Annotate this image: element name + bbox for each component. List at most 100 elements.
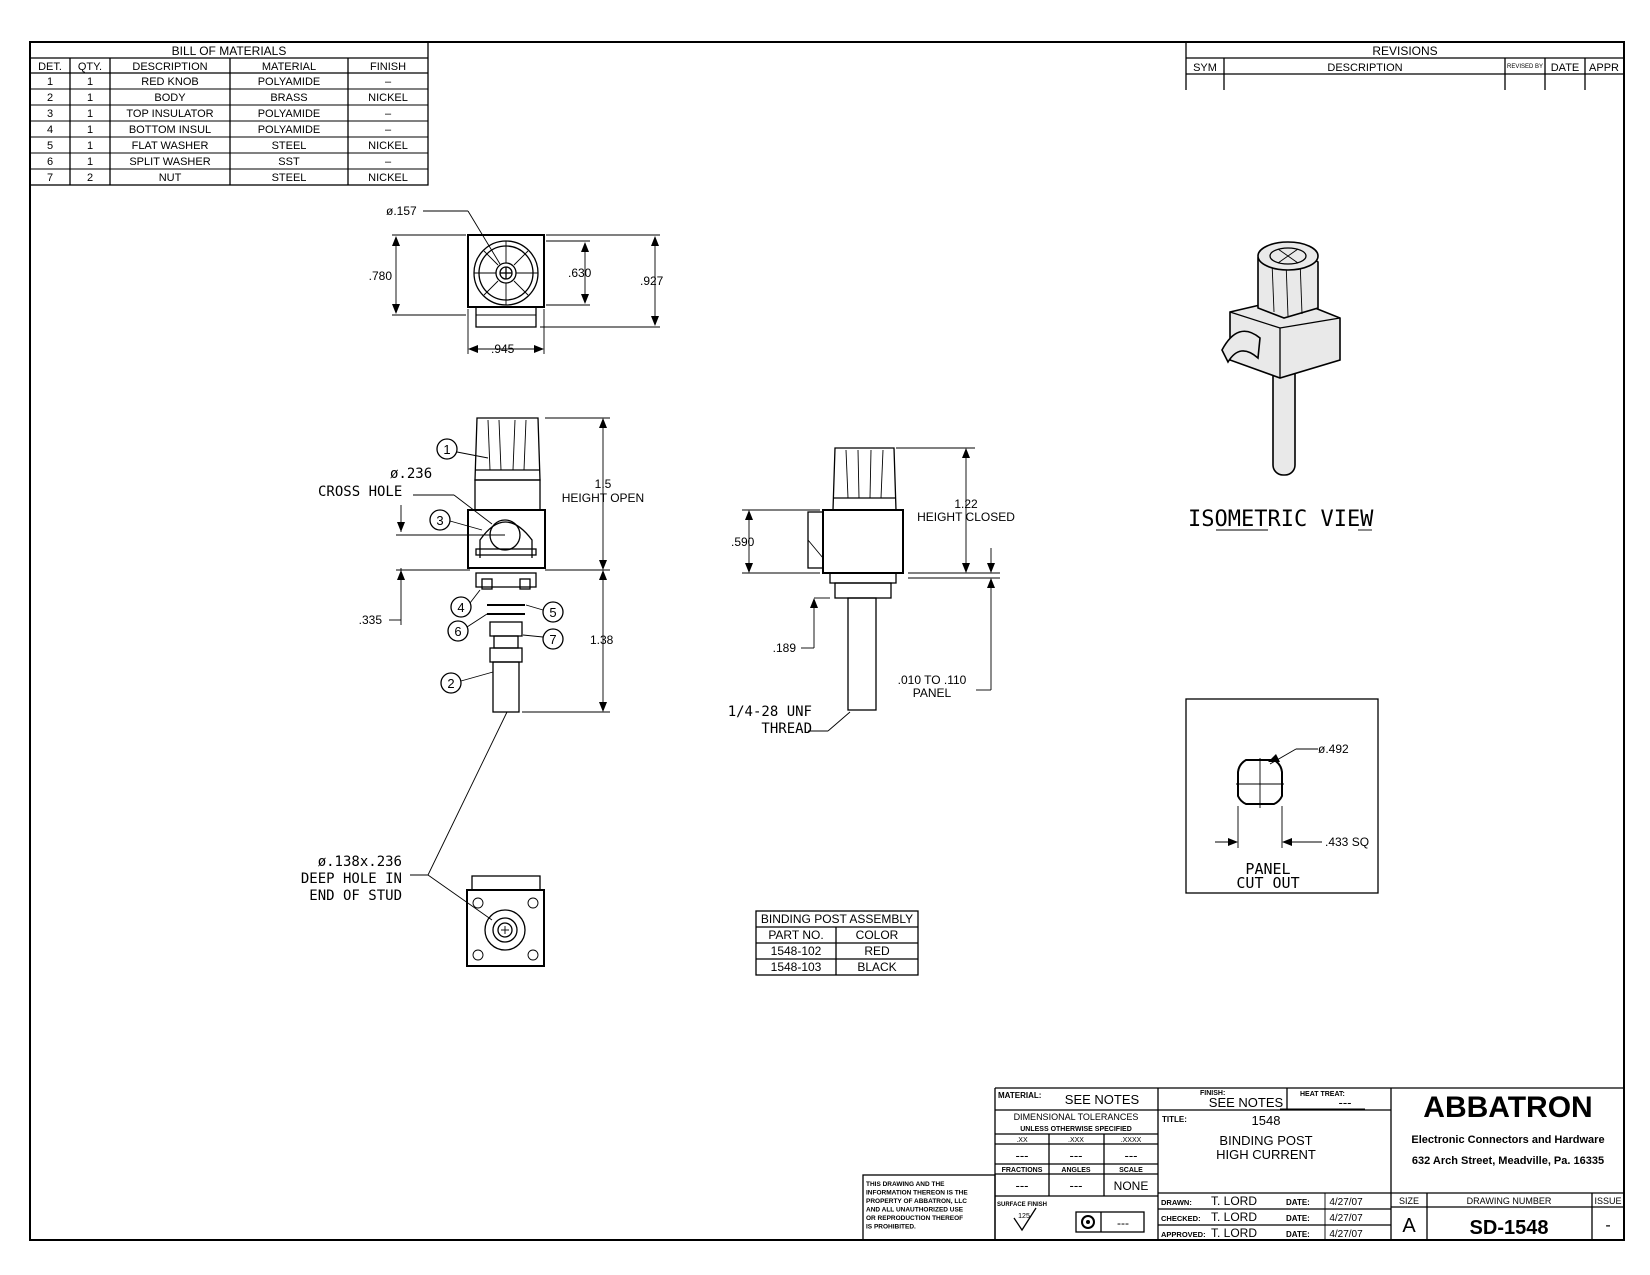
proprietary-note-line: AND ALL UNAUTHORIZED USE xyxy=(866,1207,964,1214)
proprietary-note-line: THIS DRAWING AND THE xyxy=(866,1181,945,1188)
proprietary-note-line: OR REPRODUCTION THEREOF xyxy=(866,1215,963,1222)
tb-dim-tol-1: DIMENSIONAL TOLERANCES xyxy=(1014,1112,1139,1122)
bom-cell-material: POLYAMIDE xyxy=(258,76,321,88)
svg-text:7: 7 xyxy=(549,632,556,647)
tb-checked-label: CHECKED: xyxy=(1161,1214,1201,1223)
bom-cell-qty: 1 xyxy=(87,108,93,120)
tb-drawn-by: T. LORD xyxy=(1211,1194,1257,1208)
tb-tol-val-xx: --- xyxy=(1016,1148,1029,1163)
bom-cell-finish: – xyxy=(385,156,392,168)
cutout-label-2: CUT OUT xyxy=(1236,874,1299,892)
assembly-part-1: 1548-102 xyxy=(771,944,822,958)
rev-header-appr: APPR xyxy=(1589,62,1619,74)
dim-780: .780 xyxy=(369,269,393,283)
dim-630: .630 xyxy=(568,266,592,280)
bom-cell-description: FLAT WASHER xyxy=(132,140,209,152)
balloon-3: 3 xyxy=(429,509,483,531)
tb-title-2: BINDING POST xyxy=(1219,1133,1312,1148)
tb-drawn-label: DRAWN: xyxy=(1161,1198,1192,1207)
label-cross-hole: CROSS HOLE xyxy=(318,484,402,500)
isometric-view-label: ISOMETRIC VIEW xyxy=(1188,507,1374,532)
proprietary-note-line: INFORMATION THEREON IS THE xyxy=(866,1190,968,1197)
tb-tol-head-xxxx: .XXXX xyxy=(1121,1137,1142,1144)
tb-surface-val: 125 xyxy=(1018,1213,1030,1220)
svg-text:4: 4 xyxy=(457,600,464,615)
bom-header-finish: FINISH xyxy=(370,61,406,73)
dim-dia-157: ø.157 xyxy=(386,204,417,218)
svg-text:2: 2 xyxy=(447,676,454,691)
stud-note-2: DEEP HOLE IN xyxy=(301,871,402,887)
bom-cell-material: POLYAMIDE xyxy=(258,124,321,136)
tb-approved-by: T. LORD xyxy=(1211,1226,1257,1240)
tb-finish: SEE NOTES xyxy=(1209,1095,1284,1110)
tb-tol-head-xxx: .XXX xyxy=(1068,1137,1084,1144)
tb-size-label: SIZE xyxy=(1399,1196,1419,1206)
dim-590: .590 xyxy=(731,535,755,549)
bom-cell-description: NUT xyxy=(159,172,182,184)
front-view: 1.5 HEIGHT OPEN 1.38 .335 ø.236 CROSS HO… xyxy=(318,417,644,876)
bom-cell-material: SST xyxy=(278,156,300,168)
balloon-7: 7 xyxy=(522,628,564,650)
tb-issue: - xyxy=(1605,1217,1610,1234)
bom-cell-finish: – xyxy=(385,124,392,136)
bom-cell-finish: NICKEL xyxy=(368,172,408,184)
label-height-closed: HEIGHT CLOSED xyxy=(917,510,1015,524)
revisions-table: REVISIONS SYM DESCRIPTION REVISED BY DAT… xyxy=(1185,42,1624,90)
tb-fractions: FRACTIONS xyxy=(1002,1167,1043,1174)
bom-cell-det: 2 xyxy=(47,92,53,104)
tb-date2: 4/27/07 xyxy=(1329,1213,1363,1224)
balloon-1: 1 xyxy=(436,438,489,460)
tb-title-label: TITLE: xyxy=(1162,1115,1187,1124)
balloon-4: 4 xyxy=(450,589,481,618)
tb-date-label: DATE: xyxy=(1286,1214,1310,1223)
side-view: .590 1.22 HEIGHT CLOSED .010 TO .110 PAN… xyxy=(728,447,1015,737)
drawing-number: SD-1548 xyxy=(1470,1217,1549,1239)
cutout-dim-dia-492: ø.492 xyxy=(1318,742,1349,756)
tb-issue-label: ISSUE xyxy=(1594,1196,1621,1206)
dim-dia-236: ø.236 xyxy=(390,466,432,482)
tb-surface-label: SURFACE FINISH xyxy=(997,1202,1047,1208)
assembly-title: BINDING POST ASSEMBLY xyxy=(761,912,913,926)
tb-fractions-val: --- xyxy=(1016,1178,1029,1193)
bom-cell-qty: 1 xyxy=(87,76,93,88)
bom-cell-qty: 1 xyxy=(87,140,93,152)
tb-approved-label: APPROVED: xyxy=(1161,1230,1206,1239)
bom-cell-material: POLYAMIDE xyxy=(258,108,321,120)
dim-189: .189 xyxy=(773,641,797,655)
bom-cell-det: 6 xyxy=(47,156,53,168)
dim-927: .927 xyxy=(640,274,664,288)
bottom-view xyxy=(466,875,545,967)
dim-1-22: 1.22 xyxy=(954,497,978,511)
tb-date3: 4/27/07 xyxy=(1329,1229,1363,1240)
tb-scale: SCALE xyxy=(1119,1167,1143,1174)
bom-title: BILL OF MATERIALS xyxy=(172,44,287,58)
tb-date-label: DATE: xyxy=(1286,1198,1310,1207)
stud-note-1: ø.138x.236 xyxy=(318,854,402,870)
tb-material: SEE NOTES xyxy=(1065,1092,1140,1107)
tb-size: A xyxy=(1402,1215,1416,1237)
bom-cell-finish: – xyxy=(385,76,392,88)
balloon-6: 6 xyxy=(447,613,488,642)
svg-text:3: 3 xyxy=(436,513,443,528)
bom-cell-description: RED KNOB xyxy=(141,76,198,88)
stud-note-3: END OF STUD xyxy=(309,888,402,904)
bom-cell-det: 5 xyxy=(47,140,53,152)
label-thread-2: THREAD xyxy=(761,721,812,737)
tb-heat-label: HEAT TREAT: xyxy=(1300,1091,1345,1098)
label-panel: PANEL xyxy=(913,686,952,700)
svg-text:6: 6 xyxy=(454,624,461,639)
tb-dim-tol-2: UNLESS OTHERWISE SPECIFIED xyxy=(1020,1126,1132,1133)
label-height-open: HEIGHT OPEN xyxy=(562,491,644,505)
balloon-2: 2 xyxy=(440,671,494,694)
bom-cell-material: STEEL xyxy=(272,172,307,184)
assembly-color-2: BLACK xyxy=(857,960,896,974)
bom-cell-qty: 1 xyxy=(87,92,93,104)
top-view: .780 .630 .927 .945 ø.157 xyxy=(369,204,664,356)
tb-title-1: 1548 xyxy=(1252,1113,1281,1128)
dim-945: .945 xyxy=(491,342,515,356)
dim-010-110: .010 TO .110 xyxy=(898,673,967,687)
bom-cell-description: TOP INSULATOR xyxy=(126,108,213,120)
bom-header-qty: QTY. xyxy=(78,61,102,73)
sheet-border xyxy=(29,41,1625,1241)
bom-cell-finish: – xyxy=(385,108,392,120)
